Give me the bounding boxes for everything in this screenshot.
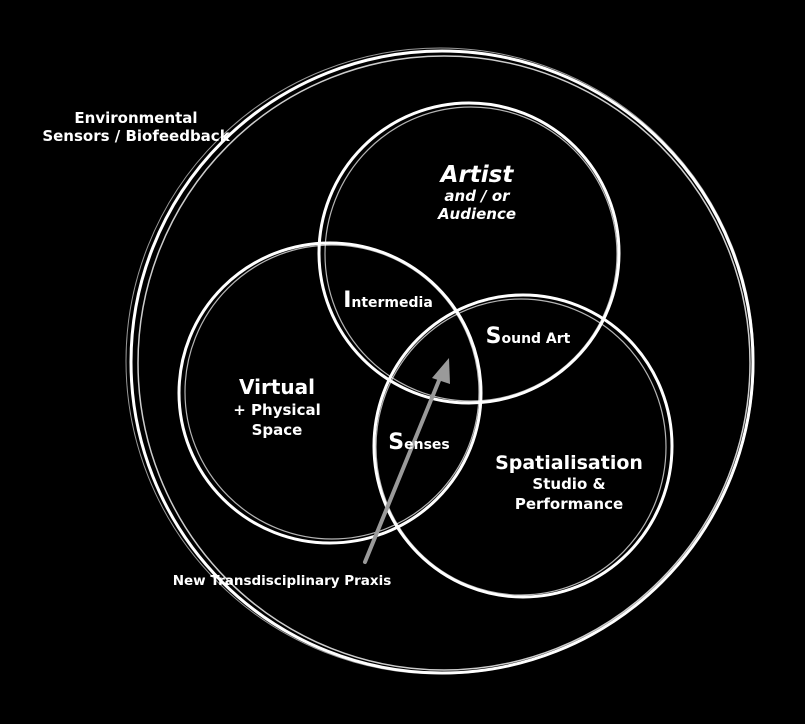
praxis-arrow: [363, 358, 450, 564]
spatialisation-line3: Performance: [515, 495, 623, 513]
outer-label-line1: Environmental: [74, 109, 197, 127]
virtual-circle: [177, 241, 483, 545]
virtual-title: Virtual: [239, 375, 315, 399]
spatialisation-line2: Studio &: [532, 475, 605, 493]
sound-art-label: Sound Art: [486, 324, 571, 349]
senses-label: Senses: [388, 430, 449, 455]
outer-label-line2: Sensors / Biofeedback: [42, 127, 230, 145]
virtual-line2: + Physical: [233, 401, 320, 419]
outer-circle: [125, 47, 755, 675]
intermedia-label: Intermedia: [343, 288, 433, 313]
virtual-line3: Space: [252, 421, 303, 439]
artist-line2: and / or: [444, 187, 511, 205]
artist-circle: [317, 101, 621, 405]
artist-title: Artist: [439, 162, 515, 188]
artist-line3: Audience: [437, 205, 516, 223]
praxis-label: New Transdisciplinary Praxis: [173, 573, 392, 589]
spatialisation-circle: [372, 293, 674, 599]
spatialisation-title: Spatialisation: [495, 452, 643, 474]
